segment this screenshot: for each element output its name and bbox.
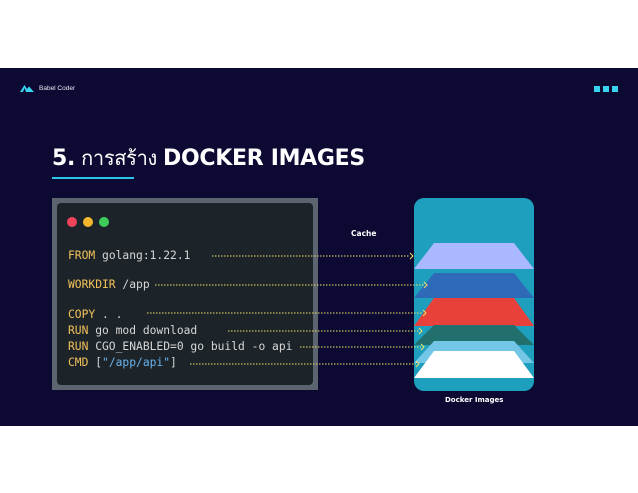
dot xyxy=(612,86,618,92)
code-text: go mod download xyxy=(88,324,198,337)
code-line-copy: COPY . . xyxy=(68,308,122,322)
code-keyword: FROM xyxy=(68,249,96,262)
image-layer xyxy=(414,273,534,298)
code-text: /app xyxy=(115,278,150,291)
image-layer-stack xyxy=(414,198,534,391)
title-underline xyxy=(52,177,134,179)
image-layer xyxy=(414,298,534,326)
code-terminal: FROM golang:1.22.1 WORKDIR /app COPY . .… xyxy=(52,198,318,390)
code-line-run-build: RUN CGO_ENABLED=0 go build -o api xyxy=(68,340,292,354)
layer-stack-graphic xyxy=(414,243,534,378)
maximize-dot-icon xyxy=(99,217,109,227)
title-number: 5. xyxy=(52,146,76,171)
code-line-cmd: CMD ["/app/api"] xyxy=(68,356,177,370)
code-line-workdir: WORKDIR /app xyxy=(68,278,150,292)
mountain-logo-icon xyxy=(20,85,34,92)
title-main: DOCKER IMAGES xyxy=(163,146,365,171)
code-keyword: CMD xyxy=(68,356,89,369)
dot xyxy=(594,86,600,92)
brand[interactable]: Babel Coder xyxy=(20,84,75,92)
terminal-body: FROM golang:1.22.1 WORKDIR /app COPY . .… xyxy=(57,203,313,385)
three-dots-icon[interactable] xyxy=(594,86,618,92)
code-line-run-download: RUN go mod download xyxy=(68,324,197,338)
code-string: "/app/api" xyxy=(102,356,171,369)
code-text: ] xyxy=(170,356,177,369)
image-layer xyxy=(414,325,534,345)
code-keyword: COPY xyxy=(68,308,96,321)
cache-label: Cache xyxy=(351,229,377,238)
minimize-dot-icon xyxy=(83,217,93,227)
docker-images-label: Docker Images xyxy=(445,396,504,404)
code-keyword: RUN xyxy=(68,340,89,353)
brand-name: Babel Coder xyxy=(39,84,76,92)
code-line-from: FROM golang:1.22.1 xyxy=(68,249,190,263)
code-text: [ xyxy=(88,356,103,369)
code-keyword: WORKDIR xyxy=(68,278,116,291)
dot xyxy=(603,86,609,92)
image-layer xyxy=(414,351,534,378)
code-text: . . xyxy=(95,308,123,321)
code-text: golang:1.22.1 xyxy=(95,249,191,262)
code-keyword: RUN xyxy=(68,324,89,337)
image-layer xyxy=(414,243,534,269)
window-controls xyxy=(67,217,109,227)
code-text: CGO_ENABLED=0 go build -o api xyxy=(88,340,293,353)
close-dot-icon xyxy=(67,217,77,227)
title-thai: การสร้าง xyxy=(81,146,158,170)
arrowhead-icon xyxy=(409,252,414,260)
